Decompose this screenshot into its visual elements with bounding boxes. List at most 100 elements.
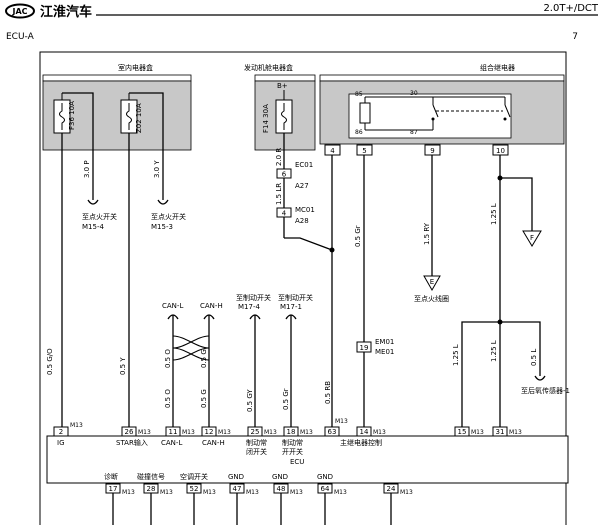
- relay-pin-86: 86: [355, 129, 363, 136]
- ecu-pin-63: 63: [328, 428, 337, 436]
- ecu-label-ac: 空调开关: [180, 472, 208, 481]
- ecu-label-brake-no-2: 开开关: [282, 447, 303, 456]
- logo: JAC: [5, 3, 35, 19]
- ecu-pin-15: 15: [458, 428, 467, 436]
- wire-label: 3.0 P: [83, 160, 91, 178]
- page-number: 7: [572, 32, 578, 42]
- mc01-pin: 4: [282, 210, 287, 218]
- m13-label: M13: [182, 429, 195, 436]
- m13-label: M13: [264, 429, 277, 436]
- dest-rear-o2-sensor: 至后氧传感器-1: [521, 386, 570, 395]
- box-label: 组合继电器: [480, 63, 515, 72]
- dest-m15-4-text: 至点火开关: [82, 212, 117, 221]
- mc01-label: MC01: [295, 206, 315, 214]
- ecu-pin-17: 17: [109, 485, 118, 493]
- relay-conn-5: 5: [362, 147, 366, 155]
- wire-label: 0.5 O: [164, 389, 172, 408]
- relay-conn-9: 9: [430, 147, 434, 155]
- wire-label: 1.5 LR: [275, 183, 283, 205]
- em01-connector: [356, 341, 372, 353]
- ecu-label-canl: CAN-L: [161, 439, 182, 447]
- ecu-pin-14: 14: [360, 428, 369, 436]
- m13-label: M13: [138, 429, 151, 436]
- box-label: 室内电器盒: [118, 63, 153, 72]
- wire-label: 2.0 R: [275, 148, 283, 166]
- m13-label: M13: [160, 489, 173, 496]
- dest-m17-4-text: 至制动开关: [236, 293, 271, 302]
- wire-label: 1.25 L: [490, 203, 498, 225]
- ecu-pin-18: 18: [287, 428, 296, 436]
- wire-label: 1.25 L: [490, 340, 498, 362]
- combination-relay: 组合继电器 85 86 30 87 4 5 9 10: [319, 63, 565, 156]
- bplus-label: B+: [277, 82, 288, 90]
- ecu-pin-2: 2: [59, 428, 63, 436]
- interior-fuse-box: 室内电器盒 F36 10A Z02 10A: [42, 63, 192, 151]
- wires-relay: [331, 155, 546, 427]
- wire-label: 0.5 Y: [119, 357, 127, 375]
- ecu-pin-26: 26: [125, 428, 134, 436]
- ecu-pin-24: 24: [387, 485, 396, 493]
- m13-label: M13: [203, 489, 216, 496]
- m13-label: M13: [70, 422, 83, 429]
- splice-dot: [497, 319, 503, 325]
- dest-m15-3-text: 至点火开关: [151, 212, 186, 221]
- ecu-label-brake-nc-2: 闭开关: [246, 447, 267, 456]
- wire-label: 0.5 Gr: [282, 388, 290, 410]
- dest-m15-3-code: M15-3: [151, 223, 173, 231]
- connector-e-label: E: [430, 278, 434, 286]
- em01-pin: 19: [360, 344, 369, 352]
- ecu-label-star: STAR输入: [116, 438, 148, 447]
- ecu-label-crash: 碰撞信号: [137, 472, 165, 481]
- wires-can-brake: [167, 314, 297, 427]
- wire-label: 0.5 G: [200, 389, 208, 408]
- me01-label: ME01: [375, 348, 394, 356]
- wire-label: 1.25 L: [452, 344, 460, 366]
- wire-label: 0.5 RB: [324, 381, 332, 404]
- wires-engine: [283, 133, 333, 251]
- wire-label: 0.5 G/O: [46, 348, 54, 375]
- system-title: ECU-A: [6, 32, 35, 42]
- m13-label: M13: [509, 429, 522, 436]
- wire-label: 0.5 Gr: [354, 225, 362, 247]
- mc01-connector: [276, 207, 292, 218]
- ecu-label-ig: IG: [57, 439, 65, 447]
- ecu-pin-25: 25: [251, 428, 260, 436]
- a28-label: A28: [295, 217, 309, 225]
- ecu-pin-47: 47: [233, 485, 242, 493]
- ec01-connector: [276, 168, 292, 179]
- splice-dot: [497, 175, 503, 181]
- dest-m17-4-code: M17-4: [238, 303, 260, 311]
- ecu-label-relay-ctrl: 主继电器控制: [340, 438, 382, 447]
- dest-m15-4-code: M15-4: [82, 223, 104, 231]
- fuse-z02-label: Z02 10A: [135, 103, 143, 133]
- ecu-label-brake-no-1: 制动常: [282, 438, 303, 447]
- engine-fuse-box: 发动机舱电器盒 B+ F14 30A: [244, 63, 316, 151]
- a27-label: A27: [295, 182, 309, 190]
- relay-pin-87: 87: [410, 129, 418, 136]
- connector-e-triangle: [423, 275, 441, 292]
- can-h-label: CAN-H: [200, 302, 223, 310]
- logo-text: JAC: [11, 7, 27, 16]
- m13-label: M13: [471, 429, 484, 436]
- ec01-label: EC01: [295, 161, 313, 169]
- m13-label: M13: [335, 418, 348, 425]
- ecu-pin-64: 64: [321, 485, 330, 493]
- wire-label: 0.5 O: [164, 349, 172, 368]
- ecu-label-canh: CAN-H: [202, 439, 225, 447]
- model-title: 2.0T+/DCT: [543, 3, 598, 14]
- ec01-pin: 6: [282, 171, 287, 179]
- ecu-module: 2 M13 26 M13 11 M13 12 M13 25 M13 18 M13…: [46, 418, 569, 525]
- ecu-label-brake-nc-1: 制动常: [246, 438, 267, 447]
- wire-label: 1.5 RY: [423, 222, 431, 245]
- ecu-pin-31: 31: [496, 428, 505, 436]
- dest-m17-1-code: M17-1: [280, 303, 302, 311]
- ecu-pin-11: 11: [169, 428, 178, 436]
- em01-label: EM01: [375, 338, 394, 346]
- ecu-pin-12: 12: [205, 428, 214, 436]
- wire-label: 3.0 Y: [153, 160, 161, 178]
- splice-dot: [329, 247, 335, 253]
- brand-name: 江淮汽车: [40, 4, 92, 20]
- relay-pin-85: 85: [355, 91, 363, 98]
- m13-label: M13: [373, 429, 386, 436]
- can-l-label: CAN-L: [162, 302, 183, 310]
